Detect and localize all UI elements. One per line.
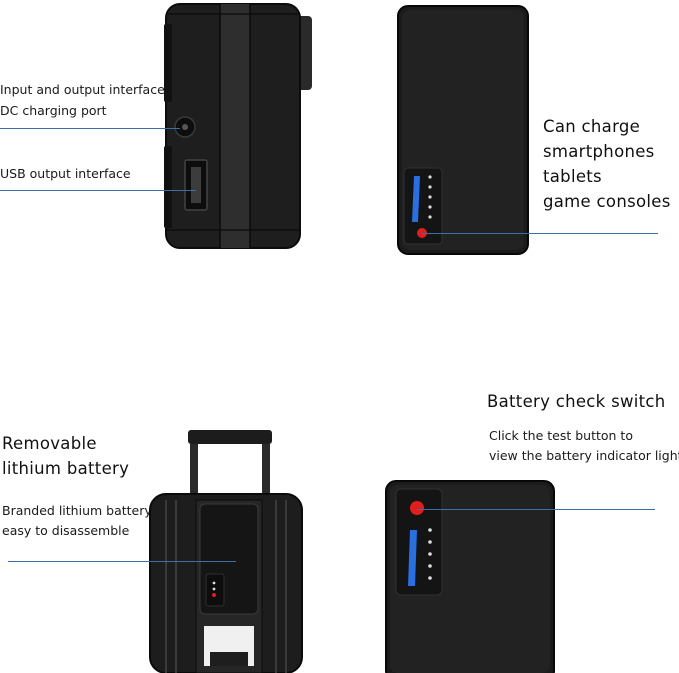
leader-line-usb-port <box>0 190 196 191</box>
label-dc-charging-port: DC charging port <box>0 103 107 118</box>
label-input-output-interface: Input and output interface <box>0 82 165 97</box>
removable-caption-line-1: Branded lithium battery <box>2 503 152 518</box>
removable-caption-line-2: easy to disassemble <box>2 523 130 538</box>
check-switch-title: Battery check switch <box>487 392 666 411</box>
removable-title-line-2: lithium battery <box>2 459 130 478</box>
check-switch-caption-line-1: Click the test button to <box>489 428 633 443</box>
front-label-line-4: game consoles <box>543 192 671 211</box>
front-label-line-2: smartphones <box>543 142 655 161</box>
label-usb-output-interface: USB output interface <box>0 166 131 181</box>
leader-line-front <box>422 233 658 234</box>
check-switch-caption-line-2: view the battery indicator light <box>489 448 679 463</box>
removable-title-line-1: Removable <box>2 434 97 453</box>
front-label-line-1: Can charge <box>543 117 641 136</box>
leader-line-removable <box>8 561 236 562</box>
leader-line-check-switch <box>417 509 655 510</box>
leader-line-dc-port <box>0 128 180 129</box>
front-label-line-3: tablets <box>543 167 602 186</box>
